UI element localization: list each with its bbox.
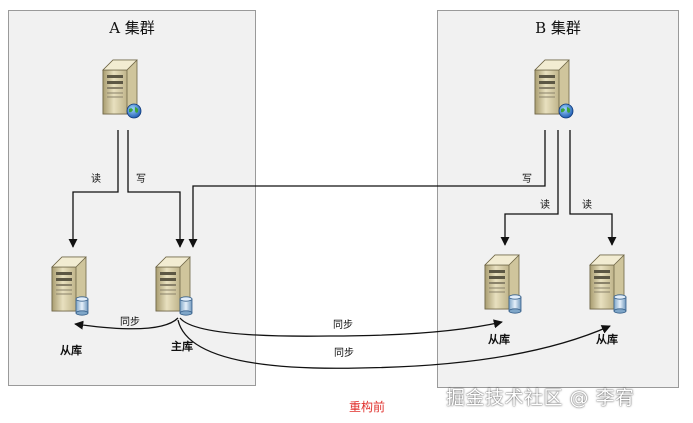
write-label-b: 写 [522, 173, 532, 185]
globe-icon [558, 103, 574, 119]
read-label-a: 读 [91, 172, 101, 185]
replica-b2-label: 从库 [596, 332, 618, 346]
read-label-b2: 读 [582, 198, 592, 211]
sync-label-b1: 同步 [333, 319, 353, 331]
replica-b1-label: 从库 [488, 332, 510, 346]
read-label-b1: 读 [540, 198, 550, 211]
sync-label-local: 同步 [120, 316, 140, 328]
sync-arrow-b1 [179, 317, 503, 337]
read-arrow-a [68, 130, 119, 248]
db-server-master-a [155, 256, 193, 316]
cluster-b-title: B 集群 [535, 19, 581, 37]
db-server-replica-b1 [484, 254, 522, 314]
diagram-caption: 重构前 [349, 400, 386, 414]
read-arrow-b1 [500, 130, 559, 246]
cluster-a-title: A 集群 [109, 19, 155, 37]
write-label-a: 写 [136, 173, 146, 185]
sync-arrow-b2 [177, 319, 611, 369]
web-server-b [534, 59, 574, 119]
watermark: 掘金技术社区 @ 李宥 [446, 387, 635, 409]
master-a-label: 主库 [171, 339, 193, 353]
sync-arrow-local [74, 317, 179, 330]
db-server-replica-b2 [589, 254, 627, 314]
cluster-b-panel: B 集群 [437, 10, 679, 388]
sync-label-b2: 同步 [334, 347, 354, 359]
read-arrow-b2 [569, 130, 617, 246]
web-server-a [102, 59, 142, 119]
globe-icon [126, 103, 142, 119]
replica-a-label: 从库 [60, 343, 82, 357]
db-server-replica-a [51, 256, 89, 316]
write-arrow-b [188, 130, 546, 248]
write-arrow-a [127, 130, 185, 248]
